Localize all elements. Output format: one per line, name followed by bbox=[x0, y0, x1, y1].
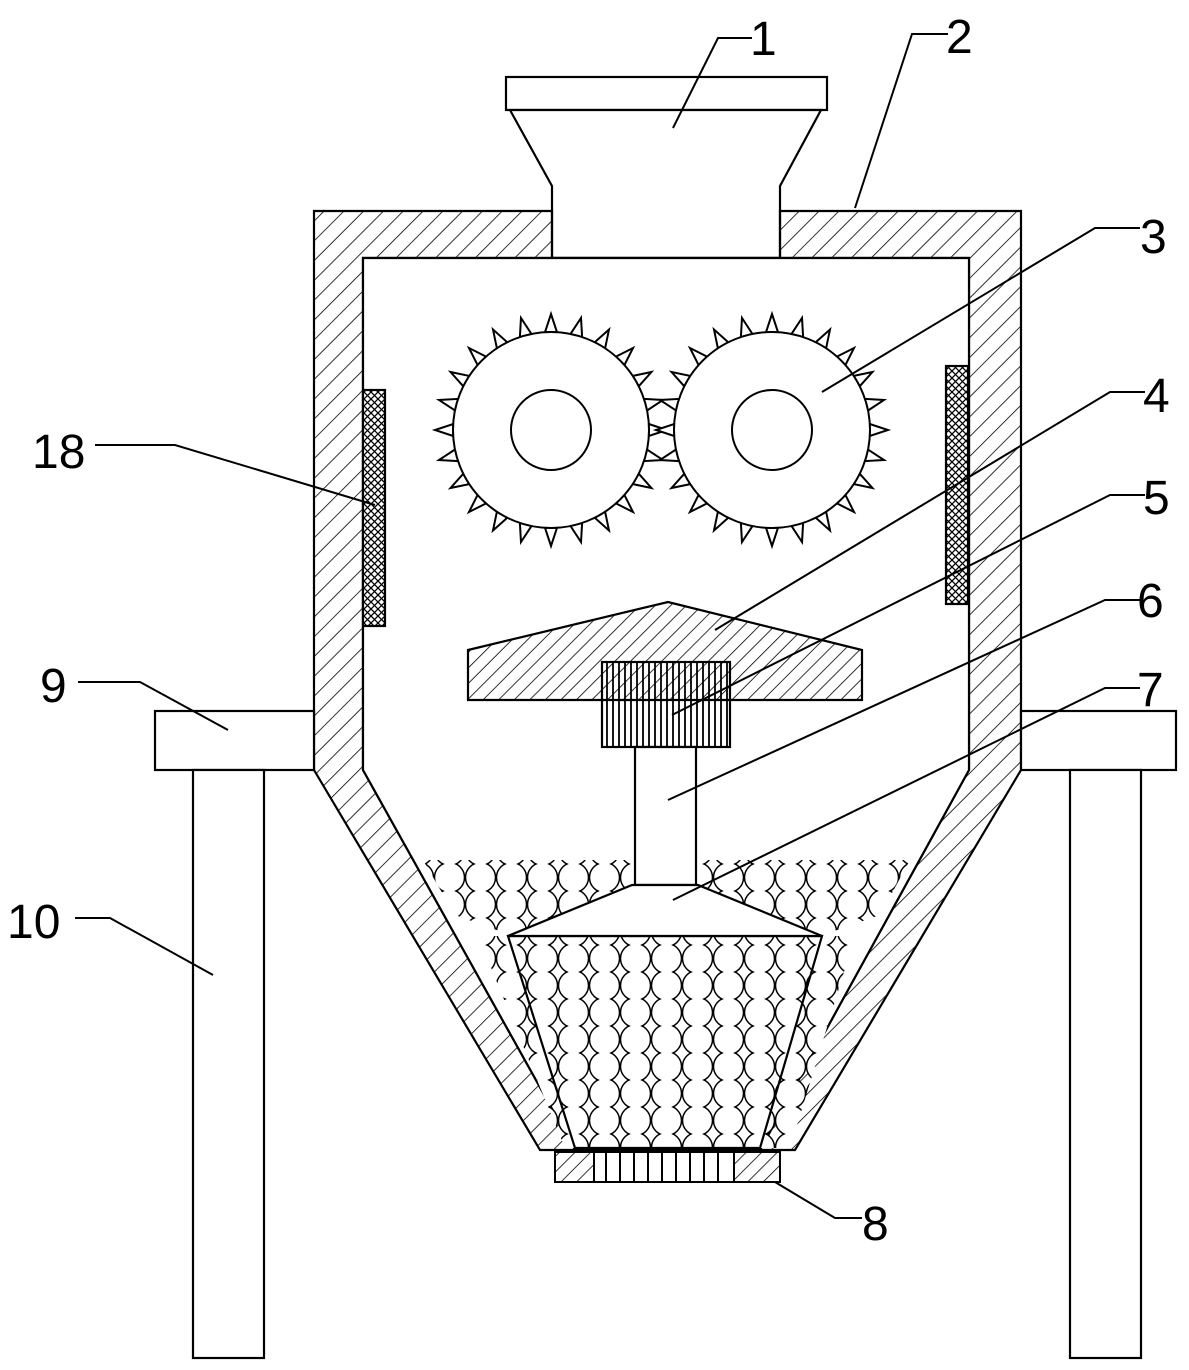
left-leg bbox=[191, 768, 266, 1360]
label-10: 10 bbox=[7, 896, 60, 949]
left-screen bbox=[361, 388, 387, 628]
spreader-cone bbox=[507, 883, 823, 938]
label-9: 9 bbox=[40, 660, 67, 713]
left-bracket bbox=[153, 709, 316, 772]
right-roller-hub bbox=[731, 389, 813, 471]
cone-plate bbox=[466, 600, 864, 702]
leader-lines bbox=[75, 33, 1145, 1219]
label-7: 7 bbox=[1137, 664, 1164, 717]
distributor-plate bbox=[466, 600, 864, 702]
hopper-funnel bbox=[508, 108, 823, 260]
left-roller-teeth bbox=[431, 310, 671, 550]
hopper bbox=[504, 75, 829, 260]
label-5: 5 bbox=[1143, 472, 1170, 525]
label-2: 2 bbox=[946, 11, 973, 64]
shaft-assembly bbox=[507, 660, 823, 938]
drive-shaft bbox=[633, 745, 698, 887]
crushing-rollers bbox=[431, 310, 892, 550]
label-8: 8 bbox=[862, 1198, 889, 1251]
label-3: 3 bbox=[1140, 211, 1167, 264]
label-6: 6 bbox=[1137, 575, 1164, 628]
discharge-grate bbox=[554, 1151, 781, 1183]
left-roller-hub bbox=[510, 389, 592, 471]
label-18: 18 bbox=[32, 426, 85, 479]
hopper-rim bbox=[504, 75, 829, 112]
label-4: 4 bbox=[1143, 370, 1170, 423]
right-leg bbox=[1068, 768, 1143, 1360]
right-bracket bbox=[1019, 709, 1178, 772]
support-frame bbox=[153, 709, 1178, 1360]
callout-labels: 1 2 3 4 5 6 7 8 9 10 18 bbox=[7, 11, 1170, 1251]
label-1: 1 bbox=[750, 13, 777, 66]
motor-block bbox=[600, 660, 732, 749]
